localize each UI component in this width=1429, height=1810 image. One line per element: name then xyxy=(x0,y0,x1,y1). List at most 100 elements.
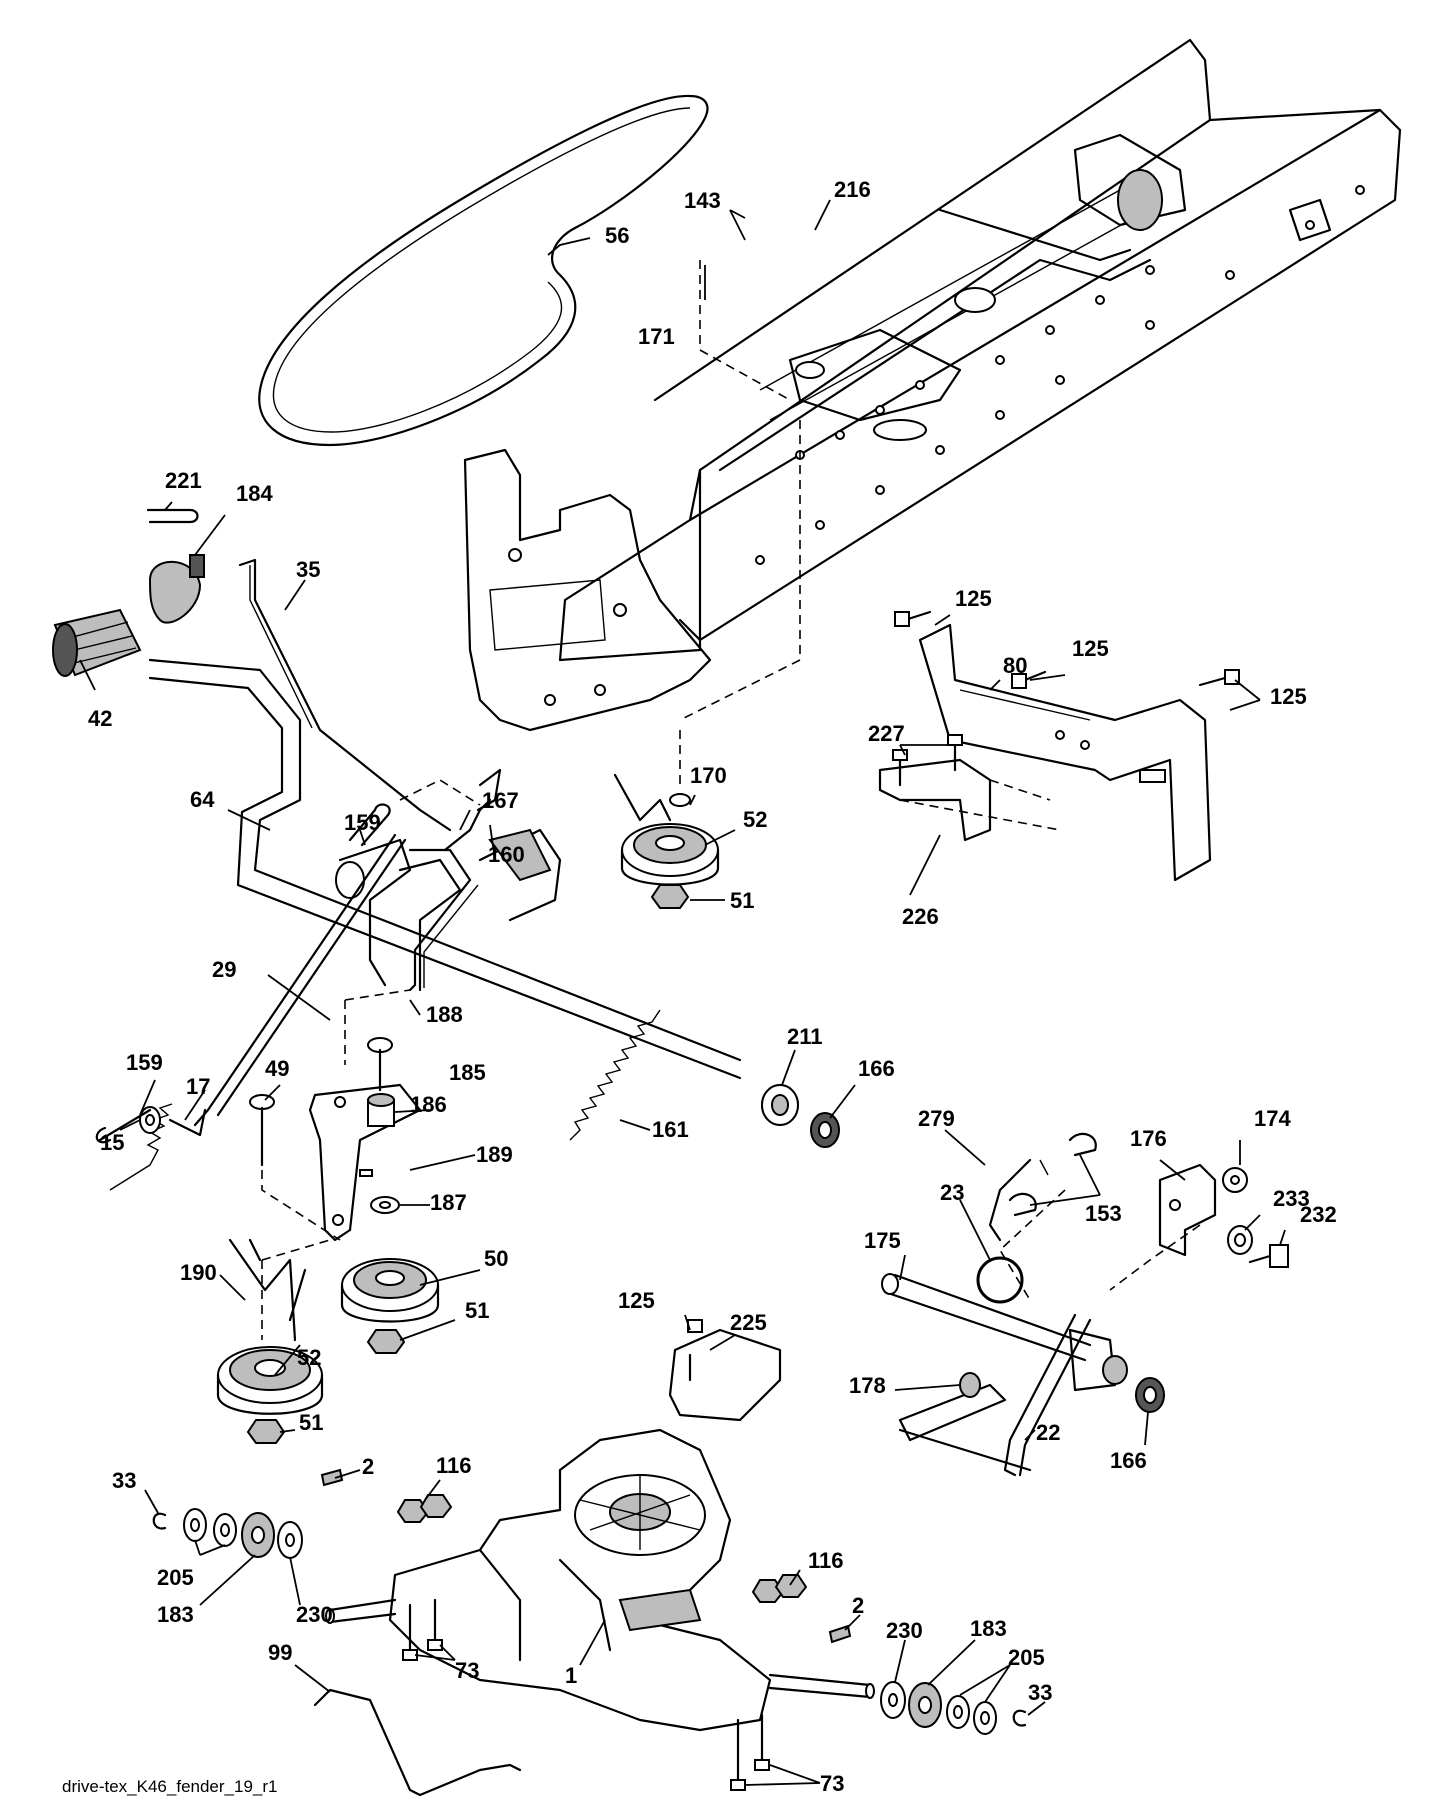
pin-159-lower xyxy=(95,1108,152,1144)
callout: 159 xyxy=(126,1050,163,1075)
bearing-183-left xyxy=(241,1512,275,1558)
callout: 33 xyxy=(1028,1680,1052,1705)
pedal-shaft-64 xyxy=(148,658,799,1126)
clips-153 xyxy=(1008,1132,1097,1217)
callout: 205 xyxy=(157,1565,194,1590)
pulley-52-upper xyxy=(620,823,720,886)
washer-170 xyxy=(669,793,691,807)
callout: 183 xyxy=(157,1602,194,1627)
bolt-232 xyxy=(1248,1244,1289,1268)
callout-labels: 56 143 216 171 221 184 35 42 64 159 167 … xyxy=(88,177,1337,1796)
callout: 42 xyxy=(88,706,112,731)
callout: 143 xyxy=(684,188,721,213)
callout: 29 xyxy=(212,957,236,982)
callout: 230 xyxy=(296,1602,333,1627)
callout: 51 xyxy=(730,888,754,913)
callout: 232 xyxy=(1300,1202,1337,1227)
washer-166-lower xyxy=(1135,1377,1165,1413)
nut-51-lower xyxy=(246,1419,286,1444)
callout: 175 xyxy=(864,1228,901,1253)
pulley-50 xyxy=(340,1258,440,1323)
callout: 1 xyxy=(565,1663,577,1688)
rod-99 xyxy=(313,1688,522,1797)
bolt-185 xyxy=(367,1037,393,1092)
callout: 51 xyxy=(299,1410,323,1435)
key-2-left xyxy=(320,1468,344,1487)
nuts-116-left xyxy=(396,1494,453,1523)
callout: 225 xyxy=(730,1310,767,1335)
callout: 185 xyxy=(449,1060,486,1085)
callout: 33 xyxy=(112,1468,136,1493)
leader-lines xyxy=(79,199,1286,1786)
spring-178 xyxy=(959,1372,981,1398)
clip-221 xyxy=(146,508,199,524)
callout: 221 xyxy=(165,468,202,493)
callout: 125 xyxy=(618,1288,655,1313)
callout: 183 xyxy=(970,1616,1007,1641)
callout: 15 xyxy=(100,1130,124,1155)
dashed-guides xyxy=(261,260,1201,1340)
callout: 125 xyxy=(1072,636,1109,661)
callout: 17 xyxy=(186,1074,210,1099)
bracket-190 xyxy=(228,1238,307,1342)
pulley-52-lower xyxy=(216,1346,324,1415)
callout: 2 xyxy=(852,1593,864,1618)
idler-plate-189 xyxy=(308,1083,422,1242)
bracket-225 xyxy=(668,1319,782,1422)
callout: 227 xyxy=(868,721,905,746)
callout: 184 xyxy=(236,481,273,506)
callout: 49 xyxy=(265,1056,289,1081)
callout: 190 xyxy=(180,1260,217,1285)
callout: 176 xyxy=(1130,1126,1167,1151)
shaft-175 xyxy=(881,1273,1092,1362)
drive-belt xyxy=(258,94,709,447)
bracket-small-upper xyxy=(613,773,672,822)
washer-230-right xyxy=(880,1681,906,1719)
callout: 166 xyxy=(858,1056,895,1081)
callout: 51 xyxy=(465,1298,489,1323)
diagram-caption: drive-tex_K46_fender_19_r1 xyxy=(62,1777,277,1796)
callout: 187 xyxy=(430,1190,467,1215)
callout: 116 xyxy=(436,1453,472,1478)
washer-166-upper xyxy=(810,1112,840,1148)
bearing-183-right xyxy=(908,1682,942,1728)
callout: 22 xyxy=(1036,1420,1060,1445)
nut-51-middle xyxy=(366,1329,406,1354)
rod-35 xyxy=(238,558,452,832)
callout: 189 xyxy=(476,1142,513,1167)
callout: 166 xyxy=(1110,1448,1147,1473)
callout: 171 xyxy=(638,324,675,349)
nut-51-upper xyxy=(650,884,690,909)
callout: 116 xyxy=(808,1548,844,1573)
callout: 174 xyxy=(1254,1106,1291,1131)
callout: 160 xyxy=(488,842,525,867)
callout: 167 xyxy=(482,788,519,813)
spacer-186 xyxy=(367,1093,395,1127)
main-frame xyxy=(558,38,1402,662)
pedal-arm-22 xyxy=(898,1313,1092,1477)
bracket-176 xyxy=(1158,1163,1217,1257)
eclip-33-right xyxy=(1012,1709,1027,1727)
eclip-33-left xyxy=(152,1512,167,1530)
callout: 99 xyxy=(268,1640,292,1665)
bushing-211 xyxy=(761,1084,799,1126)
rod-29 xyxy=(168,833,407,1137)
pivot-bracket xyxy=(1068,1328,1128,1392)
callout: 159 xyxy=(344,810,381,835)
pin-159-upper xyxy=(348,803,391,847)
callout: 23 xyxy=(940,1180,964,1205)
callout: 50 xyxy=(484,1246,508,1271)
callout: 178 xyxy=(849,1373,886,1398)
nuts-116-right xyxy=(751,1574,808,1603)
rod-279 xyxy=(988,1158,1049,1242)
callout: 161 xyxy=(652,1117,689,1142)
bracket-80 xyxy=(894,610,1240,882)
clip-167-160 xyxy=(443,768,502,852)
callout: 35 xyxy=(296,557,320,582)
lockwasher-174 xyxy=(1222,1167,1248,1193)
washer-230-left xyxy=(277,1521,303,1559)
ring-23 xyxy=(976,1256,1024,1304)
callout: 153 xyxy=(1085,1201,1122,1226)
callout: 64 xyxy=(190,787,215,812)
